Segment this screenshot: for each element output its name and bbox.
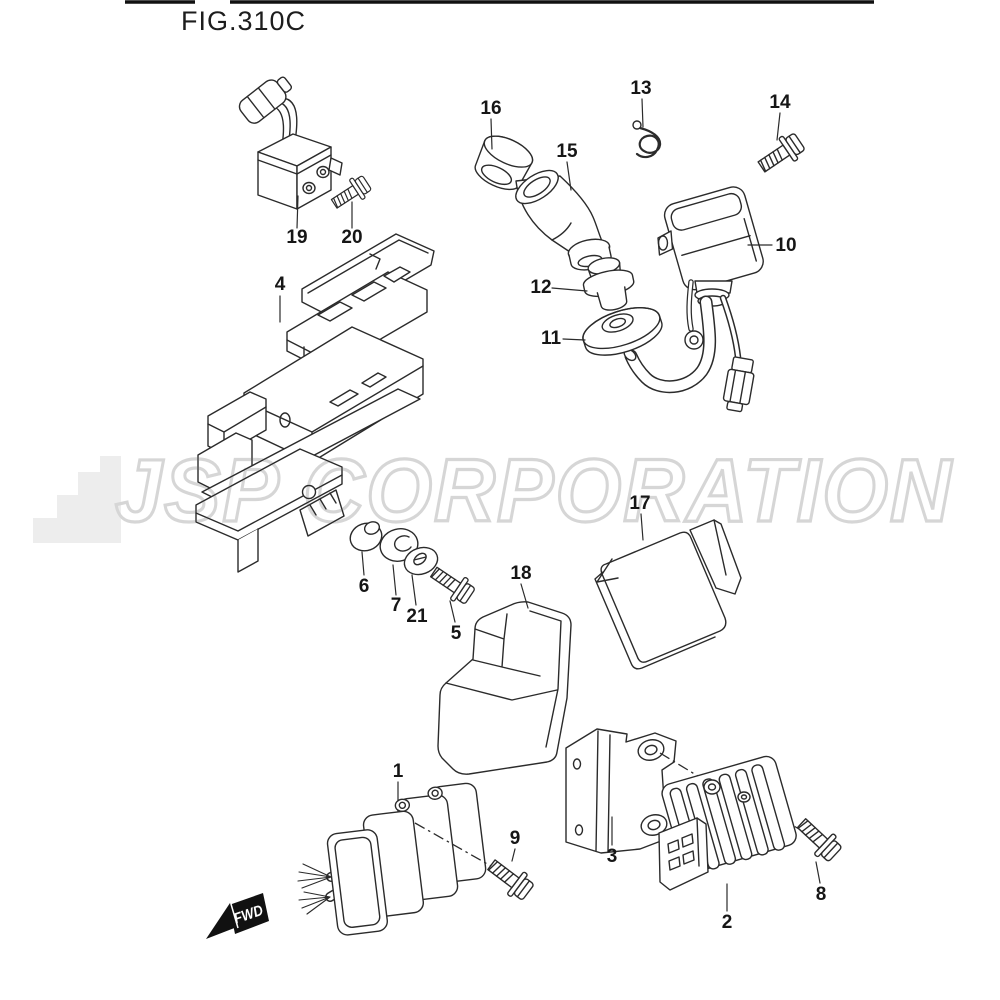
part-12-grommet bbox=[582, 257, 635, 311]
part-2-regulator bbox=[658, 755, 797, 891]
part-label-13: 13 bbox=[630, 78, 651, 99]
part-label-10: 10 bbox=[775, 235, 796, 256]
part-label-12: 12 bbox=[530, 277, 551, 298]
part-label-7: 7 bbox=[391, 595, 402, 616]
part-label-21: 21 bbox=[406, 606, 428, 627]
part-label-1: 1 bbox=[393, 761, 404, 782]
part-16-cap bbox=[474, 135, 534, 191]
part-label-20: 20 bbox=[341, 227, 362, 248]
fwd-arrowhead-icon bbox=[206, 903, 237, 939]
part-label-3: 3 bbox=[607, 846, 618, 867]
part-1-rectifier bbox=[297, 782, 492, 936]
part-17-cdi-unit bbox=[594, 519, 742, 670]
part-label-4: 4 bbox=[275, 274, 286, 295]
watermark-text: JSP CORPORATION bbox=[115, 440, 953, 540]
fwd-arrow: FWD bbox=[206, 893, 269, 939]
part-label-8: 8 bbox=[816, 884, 827, 905]
part-label-9: 9 bbox=[510, 828, 521, 849]
part-10-ignition-coil bbox=[623, 186, 764, 413]
part-label-17: 17 bbox=[629, 493, 650, 514]
part-label-16: 16 bbox=[480, 98, 501, 119]
part-15-spark-plug-cap bbox=[515, 169, 612, 271]
part-11-seal bbox=[582, 307, 663, 356]
part-label-19: 19 bbox=[286, 227, 307, 248]
part-label-5: 5 bbox=[451, 623, 462, 644]
part-4-bracket-assembly bbox=[195, 233, 435, 573]
part-13-clip bbox=[632, 120, 662, 159]
figure-title: FIG.310C bbox=[181, 6, 307, 36]
part-6-bushing bbox=[349, 521, 383, 552]
part-label-18: 18 bbox=[510, 563, 531, 584]
part-20-bolt bbox=[327, 171, 375, 215]
part-label-11: 11 bbox=[541, 328, 562, 349]
part-label-14: 14 bbox=[769, 92, 791, 113]
part-8-bolt bbox=[791, 812, 846, 866]
leader-lines bbox=[279, 98, 821, 912]
part-3-bracket bbox=[565, 728, 677, 854]
part-label-2: 2 bbox=[722, 912, 733, 933]
part-18-cover bbox=[437, 601, 572, 775]
part-label-15: 15 bbox=[556, 141, 578, 162]
part-19-relay bbox=[238, 76, 343, 210]
part-9-bolt bbox=[482, 852, 538, 905]
watermark-logo bbox=[33, 456, 121, 543]
watermark: JSP CORPORATION bbox=[33, 438, 953, 543]
part-label-6: 6 bbox=[359, 576, 370, 597]
part-14-bolt bbox=[752, 128, 809, 180]
part-21-washer bbox=[403, 546, 439, 576]
